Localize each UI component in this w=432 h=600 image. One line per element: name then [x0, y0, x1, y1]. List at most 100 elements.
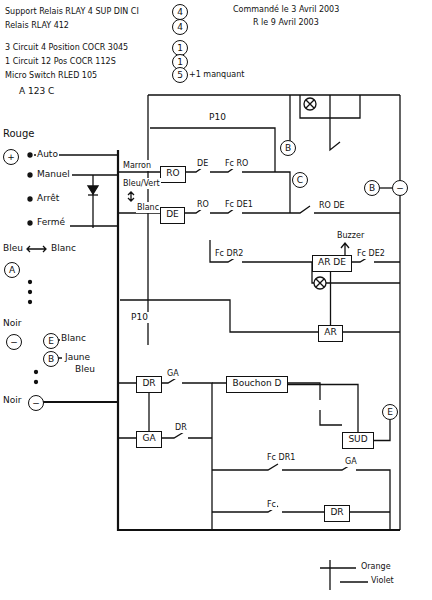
terminal-circle: E — [43, 333, 59, 349]
node-text: A — [9, 265, 15, 276]
wire-connector — [380, 187, 392, 188]
relay-coil-box: DR — [324, 505, 350, 522]
note-label: Blanc — [50, 243, 77, 254]
node-text: DE — [165, 209, 180, 220]
node-text: E — [387, 407, 393, 418]
terminal-circle: − — [28, 395, 44, 411]
note-label: Fc DE2 — [356, 248, 386, 259]
node-text: Bouchon D — [231, 378, 283, 389]
note-label: Violet — [370, 575, 395, 586]
switch-dot — [35, 381, 38, 384]
switch-dot — [35, 371, 38, 374]
node-text: C — [297, 175, 303, 186]
note-label: Blanc — [136, 202, 160, 213]
relay-coil-box: DR — [136, 376, 162, 393]
node-text: B — [369, 183, 375, 194]
note-label: Fc DE1 — [224, 199, 254, 210]
double-arrow — [128, 192, 134, 201]
wire — [118, 432, 212, 438]
node-text: + — [7, 152, 15, 163]
wire — [120, 300, 400, 332]
wire — [118, 377, 212, 530]
node-text: RO — [165, 168, 181, 179]
relay-coil-box: AR DE — [312, 255, 352, 272]
note-label: Marron — [122, 160, 152, 171]
note-label: Support Relais RLAY 4 SUP DIN CI — [4, 6, 140, 17]
note-label: Bleu/Vert — [122, 178, 161, 189]
node-text: B — [285, 143, 291, 154]
note-label: Bleu — [2, 243, 24, 254]
note-label: Fc — [266, 499, 277, 510]
relay-coil-box: SUD — [342, 432, 374, 449]
note-label: Bleu — [74, 364, 96, 375]
note-label: Manuel — [36, 169, 71, 180]
node-text: 4 — [177, 22, 183, 33]
relay-coil-box: DE — [160, 207, 185, 224]
note-label: RO — [196, 199, 210, 210]
note-label: Arrêt — [36, 193, 60, 204]
node-text: 4 — [177, 7, 183, 18]
wire-connector — [330, 272, 331, 325]
wire — [148, 95, 400, 345]
double-arrow — [27, 246, 46, 252]
terminal-circle: − — [6, 334, 22, 350]
switch-dot — [28, 197, 32, 201]
switch-dot — [29, 301, 32, 304]
wire — [399, 95, 400, 530]
node-text: DR — [329, 507, 345, 518]
switch-dot — [28, 153, 32, 157]
diode-symbol — [88, 194, 98, 195]
note-label: Fc DR2 — [214, 248, 244, 259]
lamp-symbol — [304, 98, 316, 110]
wire — [290, 95, 360, 150]
diode-symbol — [88, 186, 98, 194]
note-label: Fermé — [36, 217, 66, 228]
note-label: Fc DR1 — [266, 452, 296, 463]
switch-dot — [28, 221, 32, 225]
terminal-circle: 4 — [172, 4, 188, 20]
node-text: SUD — [347, 434, 369, 445]
node-text: GA — [141, 433, 157, 444]
wire — [42, 401, 118, 403]
note-label: GA — [166, 368, 180, 379]
node-text: − — [10, 337, 18, 348]
switch-dot — [29, 281, 32, 284]
node-text: 5 — [177, 70, 183, 81]
note-label: Relais RLAY 412 — [4, 20, 70, 31]
note-label: P10 — [130, 312, 149, 323]
buzzer-arrow — [341, 243, 349, 255]
wire — [34, 95, 400, 590]
relay-coil-box: RO — [160, 166, 186, 183]
note-label: Commandé le 3 Avril 2003 — [232, 4, 340, 15]
wire-connector — [374, 420, 390, 441]
terminal-circle: E — [382, 404, 398, 420]
note-label: GA — [344, 456, 358, 467]
node-text: AR DE — [317, 257, 347, 268]
note-label: Orange — [360, 561, 392, 572]
note-label: DE — [196, 158, 209, 169]
wire — [118, 172, 160, 213]
note-label: R le 9 Avril 2003 — [252, 17, 320, 28]
terminal-circle: C — [292, 172, 308, 188]
terminal-circle: − — [392, 180, 408, 196]
note-label: DR — [174, 422, 188, 433]
node-text: − — [32, 398, 40, 409]
wire — [212, 506, 390, 512]
lamp-symbol — [314, 277, 326, 289]
wire-connector — [148, 393, 149, 431]
switch-dot — [28, 173, 32, 177]
lamp-symbol — [316, 279, 324, 287]
terminal-circle: A — [4, 262, 20, 278]
note-label: 1 Circuit 12 Pos COCR 112S — [4, 56, 117, 67]
note-label: +1 manquant — [188, 69, 245, 80]
wire-connector — [288, 385, 358, 433]
diode-symbol — [88, 186, 98, 195]
relay-coil-box: Bouchon D — [226, 376, 288, 393]
note-label: Rouge — [2, 128, 35, 139]
terminal-circle: B — [280, 140, 296, 156]
wire — [118, 150, 400, 530]
node-text: 1 — [177, 57, 183, 68]
terminal-circle: + — [3, 149, 19, 165]
note-label: P10 — [208, 112, 227, 123]
